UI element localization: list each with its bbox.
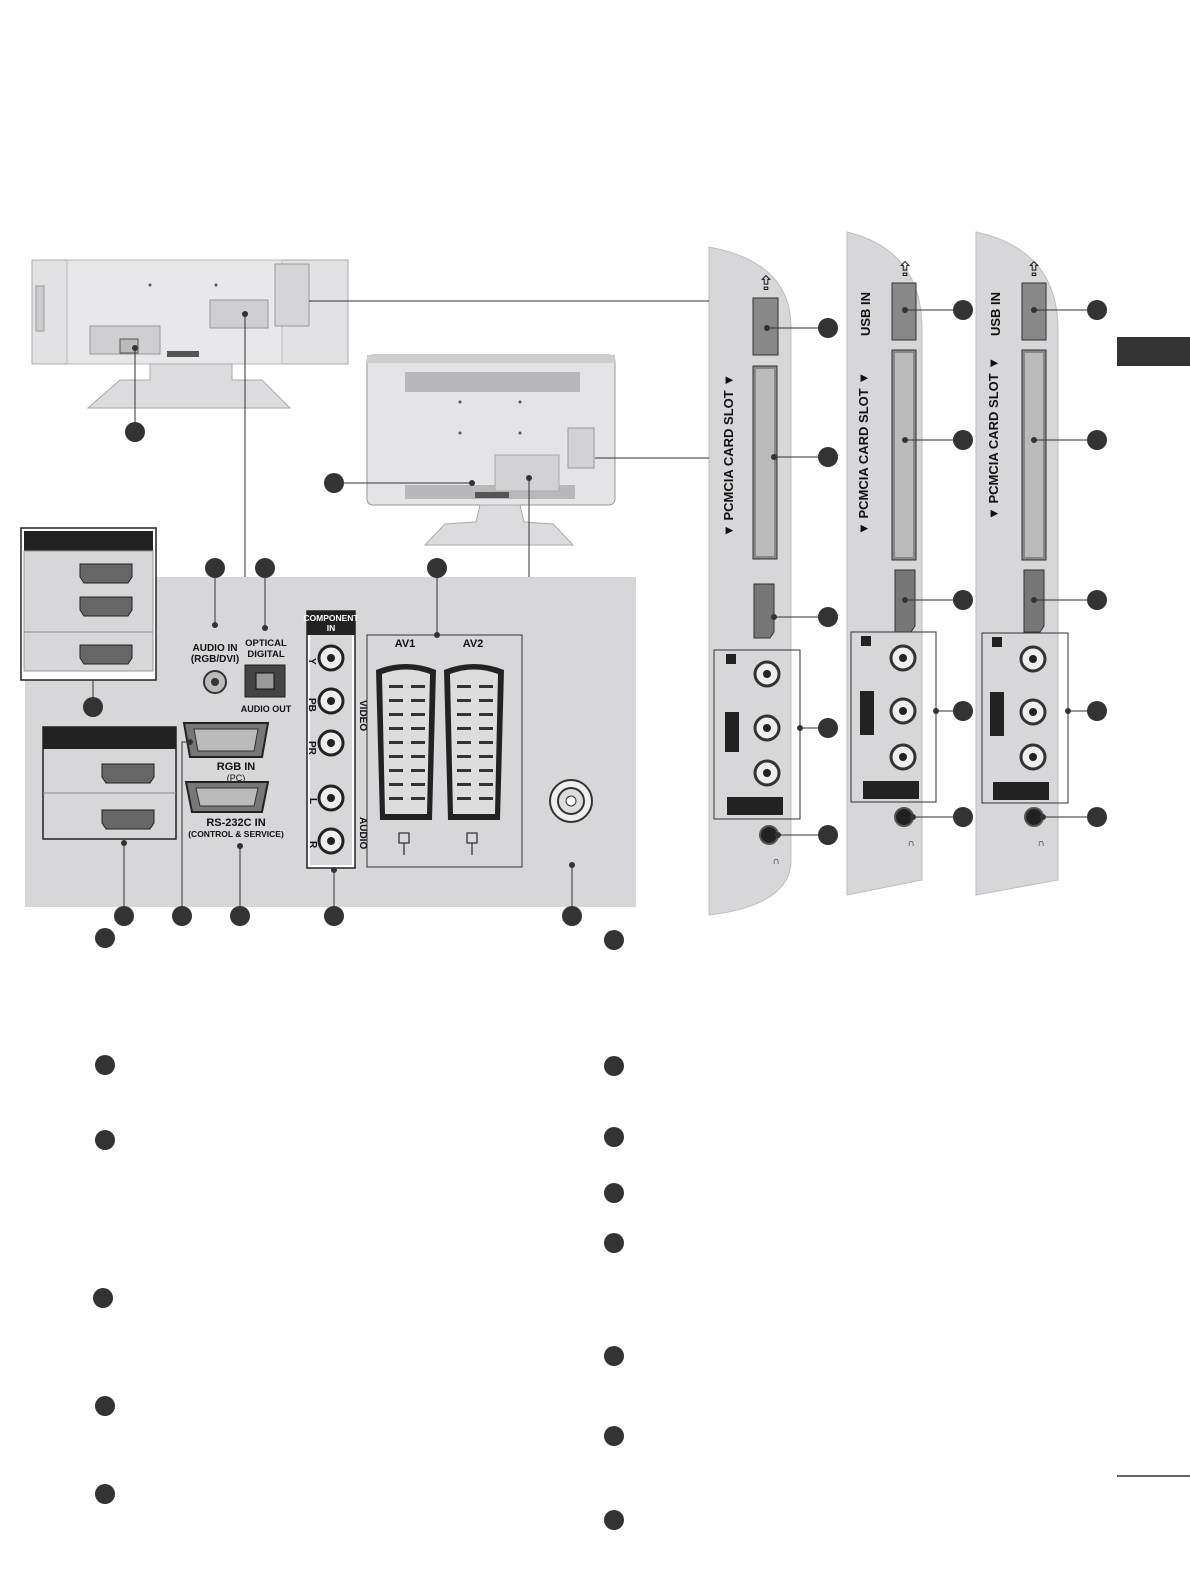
l-label: L bbox=[307, 798, 318, 804]
callout-dot bbox=[953, 430, 973, 450]
optical-label: OPTICAL bbox=[245, 638, 287, 649]
callout-dot bbox=[818, 447, 838, 467]
legend-bullet bbox=[93, 1288, 113, 1308]
callout-dot bbox=[818, 718, 838, 738]
callout-dots bbox=[83, 300, 1107, 926]
pr-label: PR bbox=[306, 741, 317, 756]
legend-bullet bbox=[95, 928, 115, 948]
side-panel-2: ⇪ USB IN ▼ PCMCIA CARD SLOT ▼ ∩ bbox=[846, 231, 937, 896]
hdmi-group-2 bbox=[42, 726, 177, 840]
legend-bullet bbox=[604, 1346, 624, 1366]
legend-bullet bbox=[604, 1426, 624, 1446]
callout-dot bbox=[83, 697, 103, 717]
audio-out-label: AUDIO OUT bbox=[241, 704, 292, 714]
scart-symbol-icon bbox=[398, 832, 478, 855]
y-label: Y bbox=[306, 658, 317, 665]
callout-dot bbox=[1087, 430, 1107, 450]
pcmcia-label: ▼ PCMCIA CARD SLOT ▼ bbox=[986, 357, 1001, 520]
headphone-icon: ∩ bbox=[1037, 838, 1044, 849]
legend-bullet bbox=[604, 1056, 624, 1076]
chapter-tab bbox=[1117, 337, 1190, 366]
av1-label: AV1 bbox=[395, 638, 416, 650]
legend-bullet bbox=[95, 1130, 115, 1150]
rgb-in-sub-label: (PC) bbox=[227, 773, 246, 783]
callout-dot bbox=[818, 825, 838, 845]
callout-dot bbox=[427, 558, 447, 578]
legend-bullet bbox=[604, 1510, 624, 1530]
legend-bullet bbox=[604, 1183, 624, 1203]
callout-dot bbox=[1087, 590, 1107, 610]
legend-bullet bbox=[95, 1484, 115, 1504]
callout-dot bbox=[818, 607, 838, 627]
side-panel-3: ⇪ USB IN ▼ PCMCIA CARD SLOT ▼ ∩ bbox=[975, 231, 1069, 896]
hdmi-port[interactable] bbox=[101, 809, 155, 830]
usb-in-label: USB IN bbox=[988, 292, 1003, 336]
leader-endpoints bbox=[121, 307, 1071, 873]
component-in-label: IN bbox=[327, 623, 336, 633]
rgb-in-label: RGB IN bbox=[217, 761, 256, 773]
audio-label: AUDIO bbox=[357, 817, 368, 849]
component-in-group: COMPONENT IN Y PB PR L R VIDEO AUDIO bbox=[303, 610, 368, 869]
video-label: VIDEO bbox=[357, 700, 368, 731]
callout-dot bbox=[1087, 300, 1107, 320]
hdmi-port[interactable] bbox=[79, 563, 133, 584]
callout-dot bbox=[953, 590, 973, 610]
legend-bullet bbox=[604, 1233, 624, 1253]
scart-group: AV1 AV2 bbox=[366, 634, 523, 868]
headphone-icon: ∩ bbox=[772, 856, 779, 867]
callout-dot bbox=[324, 473, 344, 493]
callout-dot bbox=[953, 701, 973, 721]
legend-bullet bbox=[95, 1055, 115, 1075]
legend-bullet bbox=[604, 1127, 624, 1147]
digital-label: DIGITAL bbox=[247, 649, 284, 660]
callout-dot bbox=[1087, 807, 1107, 827]
headphone-icon: ∩ bbox=[907, 838, 914, 849]
hdmi-port[interactable] bbox=[101, 763, 155, 784]
antenna-socket-icon[interactable] bbox=[549, 779, 593, 823]
callout-dot bbox=[953, 300, 973, 320]
hdmi-port[interactable] bbox=[79, 596, 133, 617]
callout-dot bbox=[230, 906, 250, 926]
tv-rear-view-2 bbox=[366, 354, 616, 546]
audio-in-sub-label: (RGB/DVI) bbox=[191, 654, 239, 665]
callout-dot bbox=[114, 906, 134, 926]
usb-icon: ⇪ bbox=[897, 259, 914, 281]
side-panel-1: ⇪ ▼ PCMCIA CARD SLOT ▼ ∩ bbox=[708, 246, 801, 916]
hdmi-port[interactable] bbox=[79, 644, 133, 665]
callout-dot bbox=[255, 558, 275, 578]
usb-icon: ⇪ bbox=[758, 273, 775, 295]
tv-rear-view-1 bbox=[31, 259, 349, 409]
callout-dot bbox=[205, 558, 225, 578]
callout-dot bbox=[324, 906, 344, 926]
pcmcia-label: ▼ PCMCIA CARD SLOT ▼ bbox=[721, 374, 736, 537]
usb-in-label: USB IN bbox=[858, 292, 873, 336]
audio-in-label: AUDIO IN bbox=[193, 643, 238, 654]
callout-dot bbox=[818, 318, 838, 338]
callout-dot bbox=[562, 906, 582, 926]
callout-dot bbox=[172, 906, 192, 926]
callout-dot bbox=[953, 807, 973, 827]
r-label: R bbox=[307, 841, 318, 849]
legend-bullets bbox=[93, 928, 624, 1530]
pb-label: PB bbox=[306, 698, 317, 712]
hdmi-port[interactable] bbox=[753, 583, 775, 639]
legend-bullet bbox=[95, 1396, 115, 1416]
usb-icon: ⇪ bbox=[1026, 259, 1043, 281]
rs232-sub-label: (CONTROL & SERVICE) bbox=[188, 829, 284, 839]
av2-label: AV2 bbox=[463, 638, 484, 650]
rs232-label: RS-232C IN bbox=[206, 817, 265, 829]
optical-port[interactable] bbox=[244, 664, 286, 698]
pcmcia-label: ▼ PCMCIA CARD SLOT ▼ bbox=[856, 372, 871, 535]
component-label: COMPONENT bbox=[303, 613, 359, 623]
legend-bullet bbox=[604, 930, 624, 950]
callout-dot bbox=[1087, 701, 1107, 721]
callout-dot bbox=[125, 422, 145, 442]
hdmi-group-1 bbox=[20, 527, 157, 681]
